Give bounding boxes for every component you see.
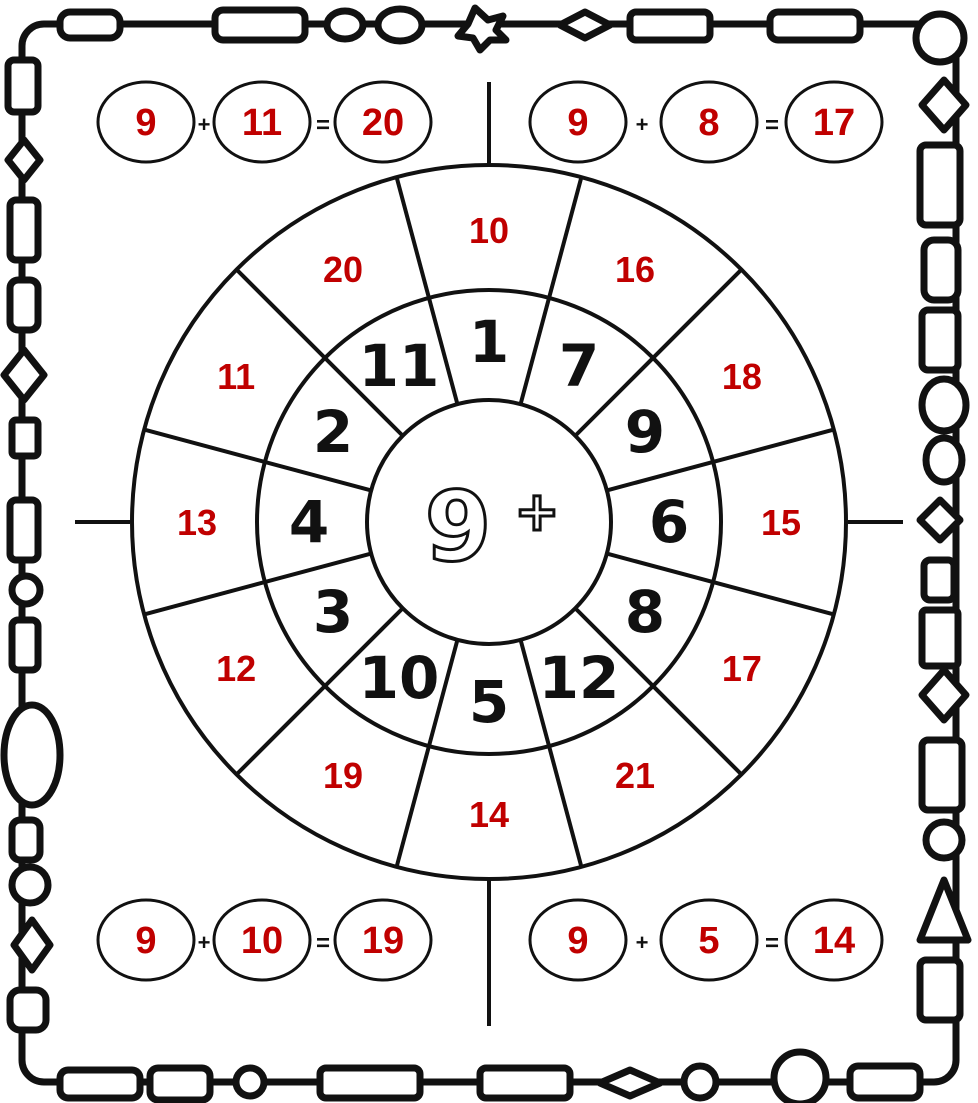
wheel-inner-number: 1 — [469, 308, 509, 376]
wheel-inner-number: 6 — [649, 488, 689, 556]
wheel-inner-number: 11 — [359, 332, 440, 400]
wheel-answer: 14 — [469, 794, 509, 835]
equation-bottom-right: 9 + 5 = 14 — [530, 900, 882, 980]
plus-sign: + — [198, 112, 211, 137]
sum: 19 — [362, 920, 404, 962]
sum: 14 — [813, 920, 855, 962]
wheel-answer: 16 — [615, 249, 655, 290]
wheel-answer: 18 — [722, 356, 762, 397]
equation-top-left: 9 + 11 = 20 — [98, 82, 431, 162]
wheel-answer: 21 — [615, 755, 655, 796]
equation-bottom-left: 9 + 10 = 19 — [98, 900, 431, 980]
wheel-answer: 10 — [469, 210, 509, 251]
wheel-inner-number: 4 — [289, 488, 329, 556]
addend-b: 11 — [242, 102, 282, 144]
addend-a: 9 — [135, 102, 156, 144]
wheel-answer: 17 — [722, 648, 762, 689]
equals-sign: = — [765, 930, 779, 957]
wheel-answer: 12 — [216, 648, 256, 689]
center-number: 9 — [425, 471, 492, 583]
plus-sign: + — [636, 112, 649, 137]
wheel-inner-number: 3 — [313, 578, 353, 646]
equals-sign: = — [765, 112, 779, 139]
wheel-answer: 15 — [761, 502, 801, 543]
wheel-answer: 11 — [217, 356, 255, 397]
wheel-inner-number: 12 — [539, 644, 620, 712]
equals-sign: = — [316, 112, 330, 139]
addend-b: 10 — [241, 920, 283, 962]
wheel-answer: 13 — [177, 502, 217, 543]
wheel-inner-number: 2 — [313, 398, 353, 466]
addend-b: 5 — [698, 920, 719, 962]
wheel-inner-number: 8 — [625, 578, 665, 646]
sum: 17 — [813, 102, 855, 144]
equals-sign: = — [316, 930, 330, 957]
plus-sign: + — [636, 930, 649, 955]
addend-a: 9 — [567, 920, 588, 962]
addend-a: 9 — [135, 920, 156, 962]
addend-b: 8 — [698, 102, 719, 144]
wheel-inner-number: 5 — [469, 668, 509, 736]
equation-top-right: 9 + 8 = 17 — [530, 82, 882, 162]
addend-a: 9 — [567, 102, 588, 144]
plus-sign: + — [198, 930, 211, 955]
wheel-inner-number: 7 — [559, 332, 599, 400]
wheel-inner-number: 9 — [625, 398, 665, 466]
wheel-answer: 20 — [323, 249, 363, 290]
wheel-inner-number: 10 — [359, 644, 440, 712]
sum: 20 — [362, 102, 404, 144]
center-plus-sign: + — [514, 480, 559, 543]
wheel-answer: 19 — [323, 755, 363, 796]
